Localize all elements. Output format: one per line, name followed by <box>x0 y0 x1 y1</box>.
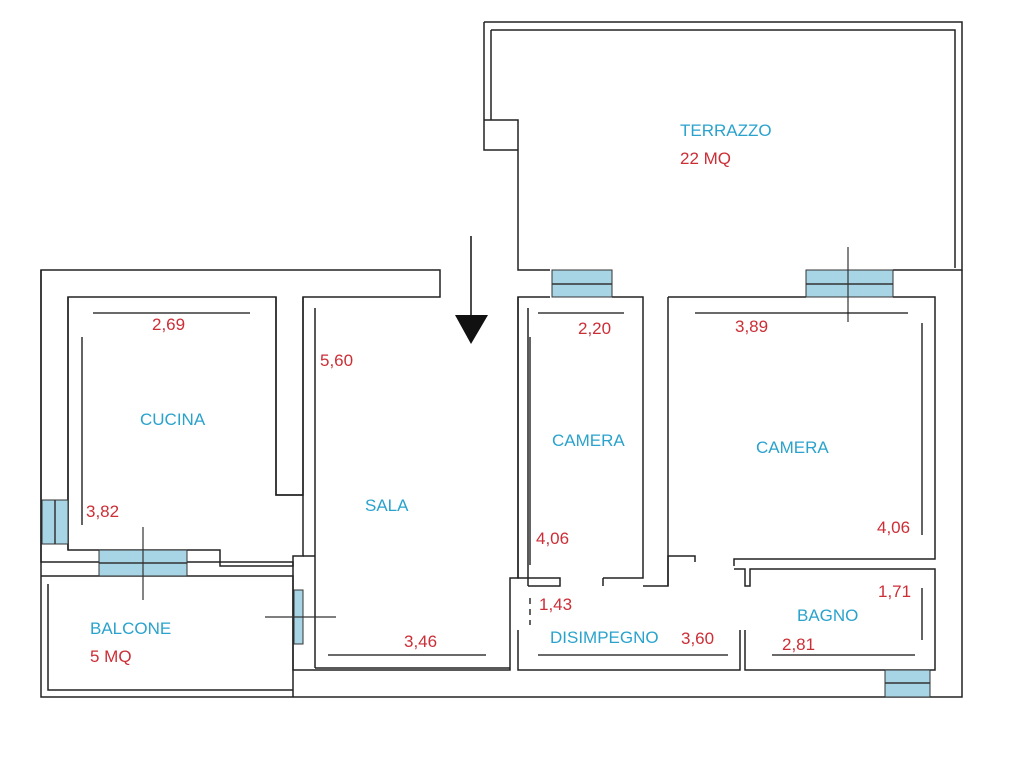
dim-camera1-height: 4,06 <box>536 529 569 548</box>
dimension-lines <box>81 312 923 656</box>
label-bagno: BAGNO <box>797 606 858 625</box>
dim-cucina-width: 2,69 <box>152 315 185 334</box>
dim-bagno-width: 2,81 <box>782 635 815 654</box>
dim-disimpegno-a: 1,43 <box>539 595 572 614</box>
label-disimpegno: DISIMPEGNO <box>550 628 659 647</box>
label-camera-2: CAMERA <box>756 438 829 457</box>
label-terrazzo: TERRAZZO <box>680 121 772 140</box>
label-terrazzo-area: 22 MQ <box>680 149 731 168</box>
label-balcone-area: 5 MQ <box>90 647 132 666</box>
windows <box>41 247 931 698</box>
outer-perimeter <box>40 270 963 698</box>
dim-sala-width: 3,46 <box>404 632 437 651</box>
camera2-walls <box>667 296 936 586</box>
dim-sala-height: 5,60 <box>320 351 353 370</box>
label-cucina: CUCINA <box>140 410 206 429</box>
bagno-walls <box>734 568 936 671</box>
dim-camera1-width: 2,20 <box>578 319 611 338</box>
dim-disimpegno-b: 3,60 <box>681 629 714 648</box>
entrance-arrow-icon <box>455 236 488 344</box>
dim-camera2-height: 4,06 <box>877 518 910 537</box>
terrazzo-inner-wall <box>490 29 956 268</box>
outer-wall <box>40 269 441 567</box>
walls <box>40 21 963 698</box>
dim-camera2-width: 3,89 <box>735 317 768 336</box>
label-sala: SALA <box>365 496 409 515</box>
sala-inner <box>303 308 316 668</box>
dim-bagno-height: 1,71 <box>878 582 911 601</box>
camera1-walls <box>517 296 644 587</box>
terrazzo-outline <box>483 21 963 271</box>
room-labels: TERRAZZO 22 MQ CUCINA SALA CAMERA CAMERA… <box>90 121 858 666</box>
disimpegno-walls <box>315 630 741 671</box>
label-camera-1: CAMERA <box>552 431 625 450</box>
label-balcone: BALCONE <box>90 619 171 638</box>
dim-cucina-height: 3,82 <box>86 502 119 521</box>
dimension-labels: 2,69 3,82 5,60 3,46 2,20 4,06 3,89 4,06 … <box>86 315 911 654</box>
